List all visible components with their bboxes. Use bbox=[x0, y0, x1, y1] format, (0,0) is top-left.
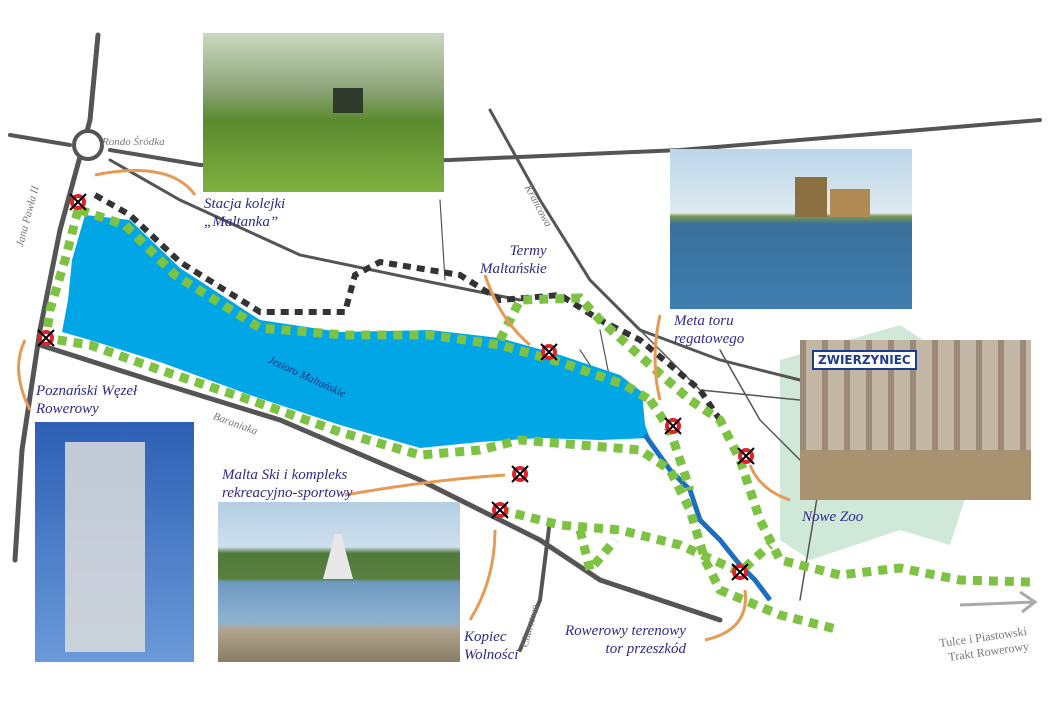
label-line: Rowerowy terenowy bbox=[565, 623, 686, 639]
label-line: Kopiec bbox=[464, 629, 507, 645]
photo-stacja-maltanka bbox=[203, 33, 444, 192]
label-line: „Maltanka” bbox=[204, 214, 279, 230]
label-line: Maltańskie bbox=[480, 261, 547, 277]
label-line: Wolności bbox=[464, 647, 519, 663]
lake-maltanskie bbox=[62, 215, 650, 448]
arrow-tulce bbox=[959, 590, 1038, 614]
no-entry-markers bbox=[37, 193, 755, 581]
road-krancowa bbox=[488, 108, 802, 382]
label-meta: Meta toru regatowego bbox=[674, 312, 744, 348]
road-baraniaka bbox=[37, 342, 723, 623]
label-line: tor przeszkód bbox=[605, 641, 686, 657]
label-line: Poznański Węzeł bbox=[36, 383, 138, 399]
photo-wezel-signpost bbox=[35, 422, 194, 662]
label-line: regatowego bbox=[674, 331, 745, 347]
zwierzyniec-sign: ZWIERZYNIEC bbox=[812, 350, 917, 370]
label-rondo-srodka: Rondo Śródka bbox=[102, 136, 165, 148]
label-line: Stacja kolejki bbox=[204, 196, 286, 212]
photo-malta-ski bbox=[218, 502, 460, 662]
road-jana-pawla bbox=[12, 32, 101, 563]
label-line: rekreacyjno-sportowy bbox=[222, 485, 353, 501]
label-line: Termy bbox=[509, 243, 547, 259]
photo-meta-toru bbox=[670, 149, 912, 309]
label-nowe-zoo: Nowe Zoo bbox=[802, 509, 864, 525]
road-chartowo bbox=[518, 518, 552, 652]
rondo-srodka bbox=[72, 129, 104, 161]
label-stacja: Stacja kolejki „Maltanka” bbox=[204, 195, 285, 231]
railway-maltanka bbox=[93, 192, 723, 422]
label-tor: Rowerowy terenowy tor przeszkód bbox=[565, 622, 686, 658]
road-top bbox=[8, 118, 1042, 168]
road-north bbox=[108, 158, 522, 302]
label-line: Rowerowy bbox=[36, 401, 99, 417]
label-line: Malta Ski i kompleks bbox=[222, 467, 348, 483]
photo-zwierzyniec: ZWIERZYNIEC bbox=[800, 340, 1031, 500]
pointer-arrows bbox=[17, 169, 791, 642]
label-malta-ski: Malta Ski i kompleks rekreacyjno-sportowy bbox=[222, 466, 353, 502]
label-line: Meta toru bbox=[674, 313, 734, 329]
